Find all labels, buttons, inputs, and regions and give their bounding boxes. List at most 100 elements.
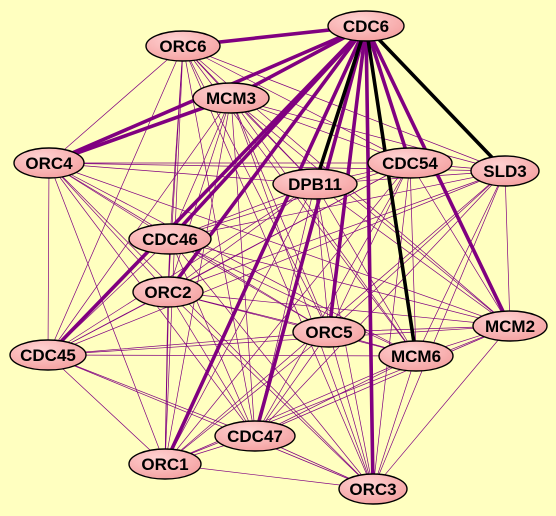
node-mcm3[interactable]: MCM3 xyxy=(192,82,270,114)
edge-cdc6-cdc47 xyxy=(253,24,368,438)
edge-orc2-orc1 xyxy=(164,291,169,465)
edge-mcm6-cdc47 xyxy=(254,355,417,437)
node-sld3[interactable]: SLD3 xyxy=(470,155,540,187)
edge-orc6-orc3 xyxy=(182,45,374,490)
node-label: CDC46 xyxy=(142,230,198,249)
edge-sld3-mcm2 xyxy=(504,170,511,327)
edge-orc2-mcm2 xyxy=(167,291,511,327)
edge-orc4-mcm2 xyxy=(48,162,511,327)
node-label: ORC5 xyxy=(305,323,352,342)
node-shape xyxy=(272,168,358,200)
node-label: ORC1 xyxy=(141,455,188,474)
edge-sld3-cdc45 xyxy=(47,170,506,356)
node-shape xyxy=(327,10,405,42)
node-shape xyxy=(145,30,221,62)
node-mcm6[interactable]: MCM6 xyxy=(378,340,454,372)
node-shape xyxy=(367,147,453,179)
edge-orc4-orc1 xyxy=(48,162,166,465)
node-orc6[interactable]: ORC6 xyxy=(145,30,221,62)
node-shape xyxy=(292,316,366,348)
edge-orc6-cdc54 xyxy=(182,45,411,164)
edge-dpb11-orc1 xyxy=(164,183,316,465)
edge-cdc6-mcm6 xyxy=(364,24,418,358)
node-cdc6[interactable]: CDC6 xyxy=(327,10,405,42)
node-label: ORC6 xyxy=(159,37,206,56)
edge-cdc54-mcm6 xyxy=(409,162,417,357)
node-shape xyxy=(214,420,296,452)
edge-dpb11-mcm6 xyxy=(314,183,417,357)
edge-mcm2-orc3 xyxy=(372,325,511,490)
node-label: CDC47 xyxy=(227,427,283,446)
node-cdc46[interactable]: CDC46 xyxy=(128,223,212,255)
node-label: CDC6 xyxy=(343,17,389,36)
edge-mcm6-orc1 xyxy=(164,355,417,465)
node-label: ORC4 xyxy=(25,154,73,173)
edge-sld3-orc5 xyxy=(328,170,506,333)
node-orc4[interactable]: ORC4 xyxy=(13,147,85,179)
node-orc2[interactable]: ORC2 xyxy=(132,276,204,308)
node-orc1[interactable]: ORC1 xyxy=(128,448,202,480)
node-label: SLD3 xyxy=(483,162,526,181)
edge-cdc54-mcm2 xyxy=(409,162,511,327)
edge-orc2-orc3 xyxy=(167,291,374,490)
edge-mcm3-orc4 xyxy=(47,96,233,165)
edge-cdc45-cdc47 xyxy=(47,354,256,437)
node-shape xyxy=(338,473,408,505)
node-shape xyxy=(378,340,454,372)
edge-cdc6-mcm2 xyxy=(364,24,512,328)
node-shape xyxy=(9,339,87,371)
edge-cdc45-orc3 xyxy=(47,354,374,490)
edge-cdc45-mcm6 xyxy=(47,354,417,357)
node-label: DPB11 xyxy=(288,175,342,194)
edge-dpb11-cdc45 xyxy=(47,183,316,356)
node-shape xyxy=(132,276,204,308)
edge-orc6-cdc45 xyxy=(47,45,184,356)
edge-orc5-cdc47 xyxy=(254,331,330,437)
edge-orc6-orc4 xyxy=(48,45,184,164)
node-label: CDC54 xyxy=(382,154,438,173)
node-label: ORC2 xyxy=(144,283,191,302)
edge-orc5-orc3 xyxy=(328,331,374,490)
node-shape xyxy=(13,147,85,179)
edge-sld3-mcm6 xyxy=(415,170,506,357)
edge-sld3-cdc46 xyxy=(169,170,506,240)
node-cdc54[interactable]: CDC54 xyxy=(367,147,453,179)
node-shape xyxy=(128,448,202,480)
node-orc3[interactable]: ORC3 xyxy=(338,473,408,505)
edge-orc4-orc3 xyxy=(48,162,374,490)
node-cdc47[interactable]: CDC47 xyxy=(214,420,296,452)
node-shape xyxy=(472,310,548,342)
node-label: MCM3 xyxy=(206,89,256,108)
node-mcm2[interactable]: MCM2 xyxy=(472,310,548,342)
edge-sld3-orc2 xyxy=(167,170,506,293)
node-orc5[interactable]: ORC5 xyxy=(292,316,366,348)
edge-mcm3-cdc47 xyxy=(230,97,256,437)
edge-cdc46-mcm2 xyxy=(169,238,511,327)
edge-dpb11-mcm2 xyxy=(314,183,511,327)
edge-cdc54-orc3 xyxy=(372,162,411,490)
edge-cdc45-orc1 xyxy=(47,354,166,465)
node-shape xyxy=(470,155,540,187)
edge-mcm6-orc3 xyxy=(372,355,417,490)
edge-orc4-cdc45 xyxy=(47,162,50,356)
node-shape xyxy=(128,223,212,255)
node-shape xyxy=(192,82,270,114)
edge-cdc6-orc1 xyxy=(163,24,368,466)
edge-cdc6-sld3 xyxy=(364,24,507,173)
node-label: MCM2 xyxy=(485,317,535,336)
node-label: MCM6 xyxy=(391,347,441,366)
node-cdc45[interactable]: CDC45 xyxy=(9,339,87,371)
edge-mcm2-cdc47 xyxy=(254,325,511,437)
edge-dpb11-orc2 xyxy=(167,183,316,293)
edge-mcm3-cdc45 xyxy=(47,97,232,356)
edge-cdc6-orc3 xyxy=(364,24,375,491)
edge-cdc6-cdc54 xyxy=(364,24,412,165)
edge-orc4-orc2 xyxy=(48,162,169,293)
edge-cdc46-orc3 xyxy=(169,238,374,490)
edge-sld3-orc3 xyxy=(372,170,506,490)
edge-cdc6-cdc45 xyxy=(46,24,368,357)
node-dpb11[interactable]: DPB11 xyxy=(272,168,358,200)
edge-cdc6-dpb11 xyxy=(313,24,368,186)
